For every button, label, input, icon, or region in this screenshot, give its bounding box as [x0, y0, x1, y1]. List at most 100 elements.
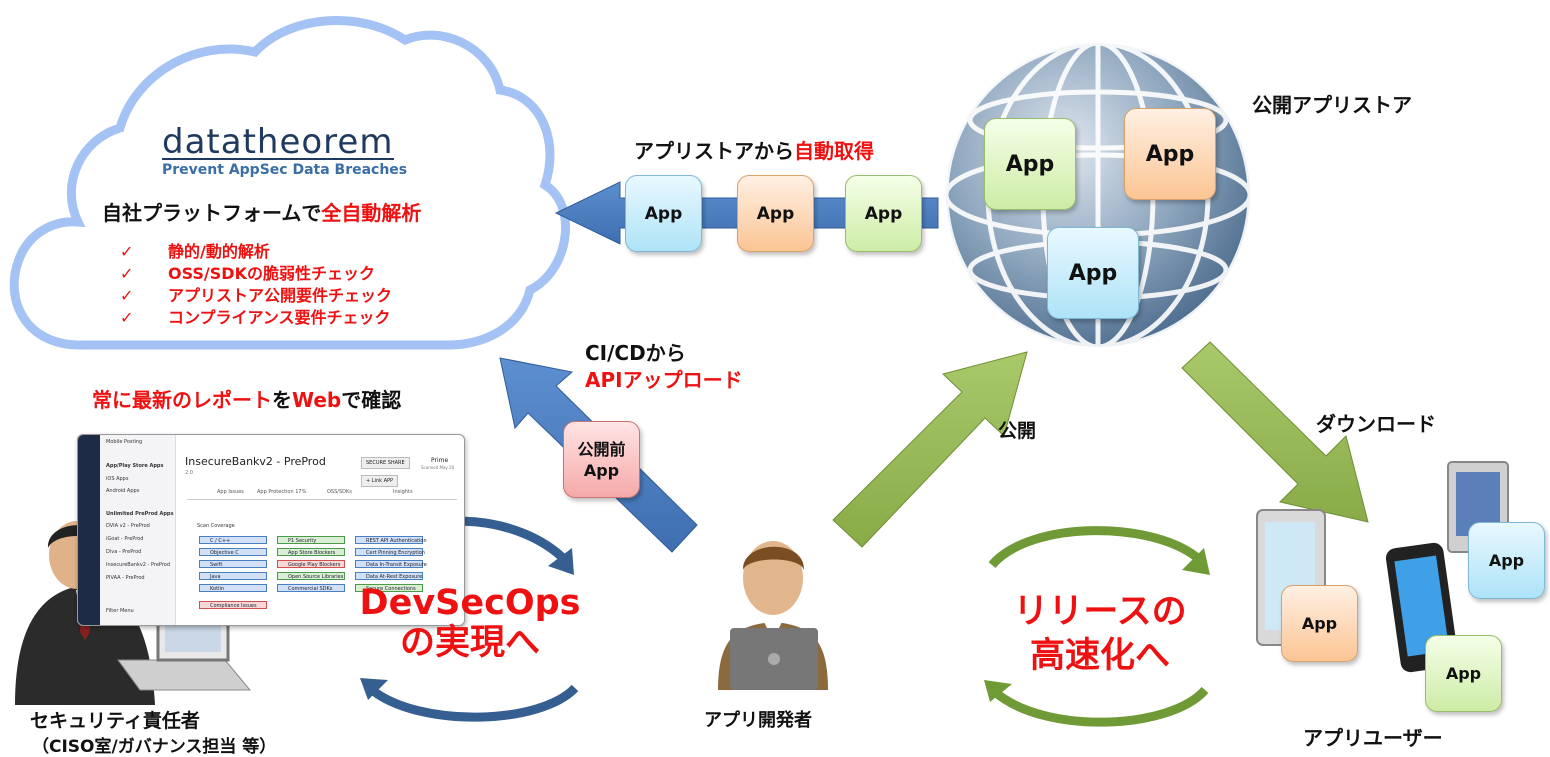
- ss-app-title: InsecureBankv2 - PreProd: [185, 455, 326, 468]
- ss-scan-coverage: Scan Coverage: [197, 523, 235, 529]
- fetched-app-blue: App: [625, 175, 702, 252]
- ss-coverage-chip: App Store Blockers: [277, 548, 345, 556]
- fetched-app-orange: App: [737, 175, 814, 252]
- check-icon: ✓: [120, 242, 134, 261]
- ss-coverage-chip: REST API Authentication: [355, 536, 427, 544]
- release-cycle-bottom-arrow: [992, 686, 1209, 727]
- download-label: ダウンロード: [1316, 412, 1436, 436]
- ss-coverage-chip: Compliance Issues: [199, 601, 267, 609]
- ss-coverage-chip: Secure Connections: [355, 584, 423, 592]
- check-icon: ✓: [120, 308, 134, 327]
- ss-secure-share-button[interactable]: SECURE SHARE: [361, 457, 410, 469]
- ss-tab-bar: App Issues App Protection 17% OSS/SDKs I…: [187, 489, 457, 500]
- check-label: 静的/動的解析: [168, 242, 270, 261]
- release-line1: リリースの: [1013, 592, 1187, 632]
- ss-plan: Prime: [431, 457, 449, 464]
- store-app-blue: App: [1047, 227, 1139, 319]
- ss-tab[interactable]: OSS/SDKs: [327, 489, 352, 495]
- ss-sidebar-item[interactable]: Android Apps: [106, 488, 140, 494]
- ss-sidebar-item[interactable]: iOS Apps: [106, 476, 129, 482]
- security-officer-label: セキュリティ責任者: [30, 710, 200, 732]
- report-label: 常に最新のレポートをWebで確認: [92, 384, 401, 413]
- ss-scanned: Scanned May 20: [421, 465, 455, 470]
- datatheorem-logo: datatheorem: [162, 122, 394, 162]
- ss-link-app-button[interactable]: + Link APP: [361, 475, 399, 487]
- ss-sidebar-top: Mobile Posting: [106, 439, 143, 445]
- developer-label: アプリ開発者: [704, 710, 812, 731]
- ss-sidebar-item[interactable]: InsecureBankv2 - PreProd: [106, 562, 171, 568]
- ss-coverage-chip: Objective C: [199, 548, 267, 556]
- preprod-app-badge-line2: App: [583, 460, 620, 480]
- ss-tab[interactable]: App Issues: [217, 489, 244, 495]
- release-cycle-top-arrow: [988, 526, 1203, 569]
- release-label: リリースの 高速化へ: [995, 590, 1205, 678]
- ss-coverage-chip: Commercial SDKs: [277, 584, 345, 592]
- check-item: ✓ アプリストア公開要件チェック: [120, 282, 392, 306]
- publish-label: 公開: [998, 420, 1037, 442]
- user-app-green: App: [1425, 635, 1502, 712]
- ss-section: Unlimited PreProd Apps: [106, 511, 174, 517]
- ss-main: InsecureBankv2 - PreProd 2.0 SECURE SHAR…: [175, 435, 464, 625]
- ss-coverage-chip: Swift: [199, 560, 267, 568]
- ss-coverage-chip: Kotlin: [199, 584, 267, 592]
- store-app-green: App: [984, 118, 1076, 210]
- report-label-part: Web: [292, 388, 342, 412]
- cloud-headline-prefix: 自社プラットフォームで: [102, 201, 322, 225]
- report-dashboard-screenshot: Mobile Posting App/Play Store Apps iOS A…: [77, 434, 465, 626]
- check-label: アプリストア公開要件チェック: [168, 286, 393, 305]
- cicd-label-line1: CI/CDから: [585, 341, 686, 365]
- cloud-headline: 自社プラットフォームで全自動解析: [102, 197, 421, 226]
- cloud-shape: [9, 15, 570, 350]
- ss-nav-rail: [78, 435, 100, 625]
- cicd-label-line2: APIアップロード: [585, 368, 743, 392]
- devsecops-cycle-bottom-arrow: [369, 684, 579, 722]
- check-item: ✓ 静的/動的解析: [120, 238, 270, 262]
- ss-coverage-chip: Cert Pinning Encryption: [355, 548, 425, 556]
- developer-icon: [718, 541, 828, 690]
- ss-sidebar-item[interactable]: Diva - PreProd: [106, 549, 142, 555]
- check-label: コンプライアンス要件チェック: [168, 308, 391, 327]
- fetched-app-green: App: [845, 175, 922, 252]
- app-users-label: アプリユーザー: [1303, 726, 1443, 750]
- check-label: OSS/SDKの脆弱性チェック: [168, 264, 375, 283]
- report-label-part: 常に最新の: [92, 388, 192, 412]
- check-icon: ✓: [120, 286, 134, 305]
- store-fetch-label-prefix: アプリストアから: [634, 139, 794, 163]
- preprod-app-badge: 公開前 App: [563, 421, 640, 498]
- ss-sidebar-item[interactable]: PIVAA - PreProd: [106, 575, 145, 581]
- ss-tab[interactable]: Insights: [393, 489, 413, 495]
- report-label-part: レポート: [192, 388, 272, 412]
- ss-coverage-chip: Data In-Transit Exposure: [355, 560, 427, 568]
- logo-divider: [162, 158, 394, 160]
- ss-coverage-chip: Data At-Rest Exposure: [355, 572, 423, 580]
- publish-arrow: [832, 351, 1028, 548]
- report-label-part: を: [272, 388, 292, 412]
- ss-sidebar-item[interactable]: iGoat - PreProd: [106, 536, 144, 542]
- ss-coverage-chip: Google Play Blockers: [277, 560, 345, 568]
- ss-coverage-chip: Open Source Libraries: [277, 572, 345, 580]
- user-app-blue: App: [1468, 522, 1545, 599]
- cloud-headline-highlight: 全自動解析: [321, 201, 422, 225]
- public-app-store-label: 公開アプリストア: [1252, 93, 1412, 117]
- report-label-part: で確認: [341, 388, 402, 412]
- check-item: ✓ OSS/SDKの脆弱性チェック: [120, 260, 375, 284]
- ss-sidebar-item[interactable]: DVIA v2 - PreProd: [106, 523, 150, 529]
- preprod-app-badge-line1: 公開前: [577, 439, 626, 459]
- store-fetch-label-highlight: 自動取得: [794, 139, 874, 163]
- devsecops-line2: の実現へ: [399, 623, 540, 663]
- release-line2: 高速化へ: [1029, 636, 1170, 676]
- ss-tab[interactable]: App Protection 17%: [257, 489, 307, 495]
- check-item: ✓ コンプライアンス要件チェック: [120, 304, 391, 328]
- ss-coverage-chip: Java: [199, 572, 267, 580]
- ss-version: 2.0: [185, 470, 193, 476]
- ss-section: App/Play Store Apps: [106, 463, 164, 469]
- devsecops-label: DevSecOps の実現へ: [355, 583, 585, 663]
- ss-filter-menu[interactable]: Filter Menu: [106, 608, 134, 614]
- logo-tagline: Prevent AppSec Data Breaches: [162, 162, 408, 178]
- check-icon: ✓: [120, 264, 134, 283]
- ss-sidebar: Mobile Posting App/Play Store Apps iOS A…: [78, 435, 176, 625]
- ss-coverage-chip: P1 Security: [277, 536, 345, 544]
- devsecops-line1: DevSecOps: [359, 583, 581, 623]
- store-fetch-label: アプリストアから自動取得: [634, 135, 874, 164]
- ss-coverage-chip: C / C++: [199, 536, 267, 544]
